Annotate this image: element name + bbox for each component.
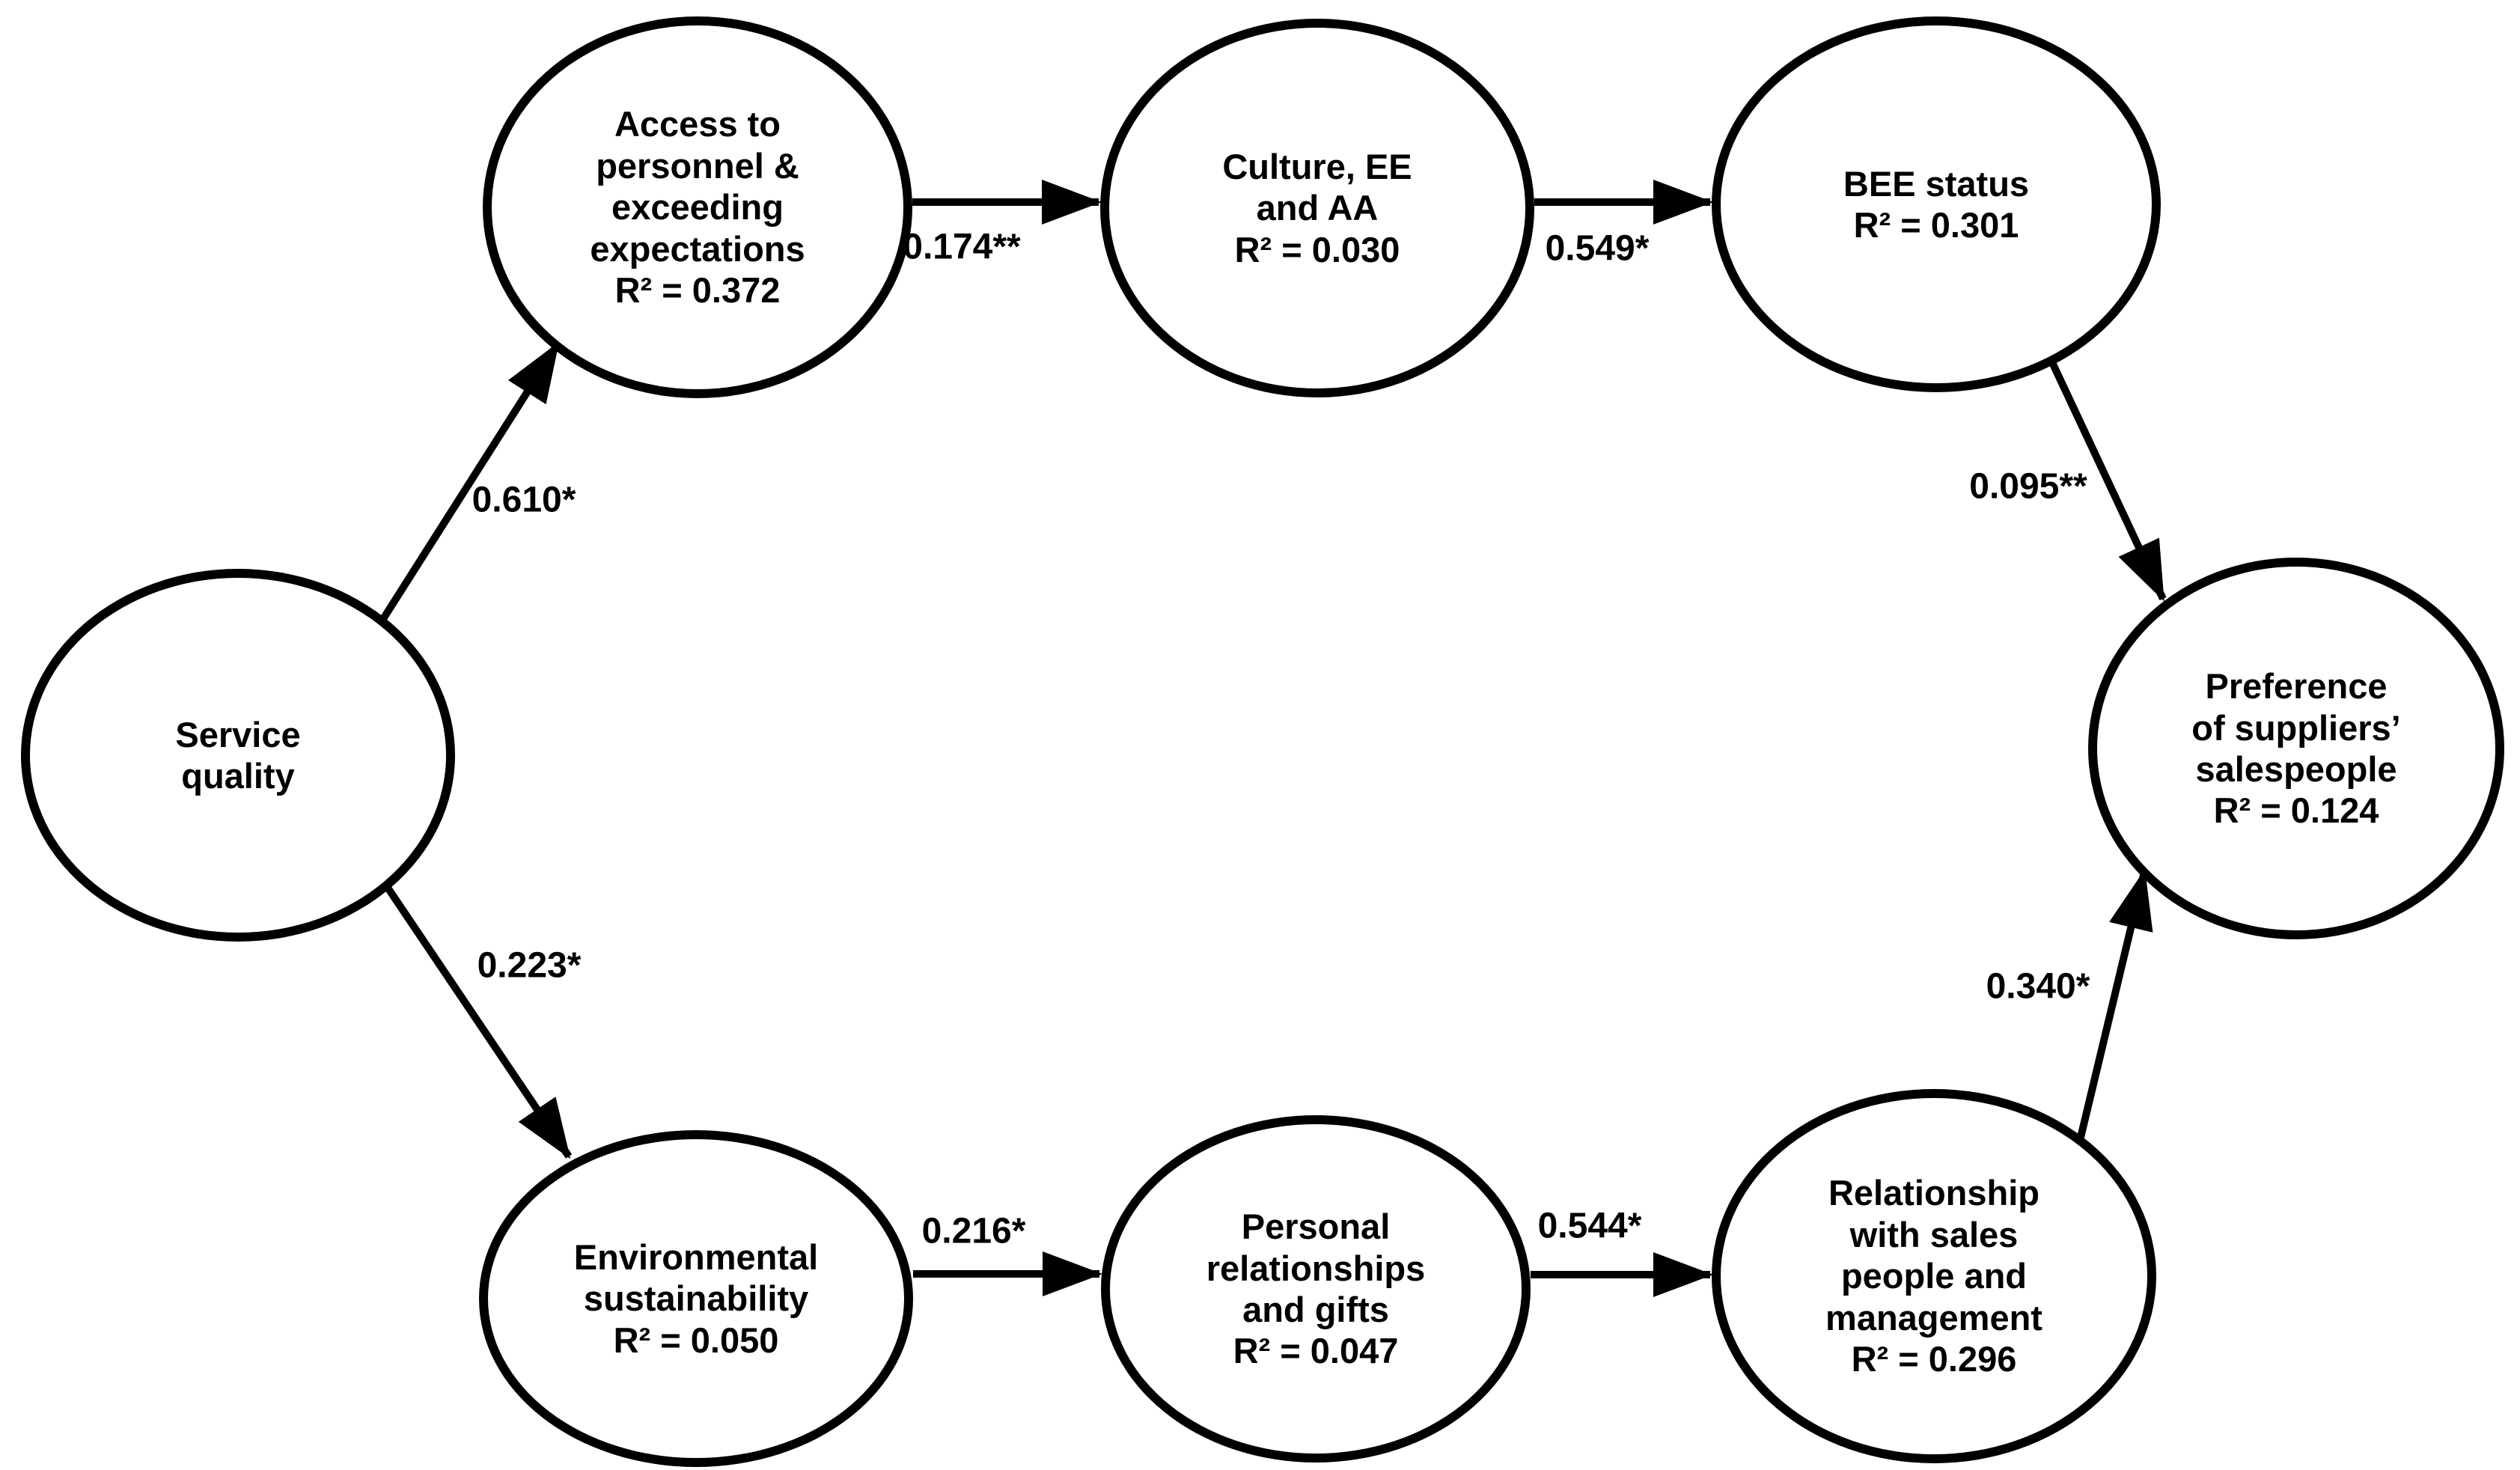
node-environmental-sustainability-label: Environmental sustainability R² = 0.050 — [573, 1236, 819, 1360]
node-access-personnel: Access to personnel & exceeding expectat… — [483, 16, 912, 398]
node-relationship-sales-management: Relationship with sales people and manag… — [1712, 1089, 2156, 1463]
edge-label-bee-to-preference: 0.095** — [1969, 466, 2087, 507]
edge-arrow-bee-to-preference — [2047, 357, 2167, 602]
edge-arrow-service-to-access — [378, 341, 561, 623]
edge-label-access-to-culture: 0.174** — [903, 227, 1021, 267]
node-service-quality: Service quality — [21, 569, 455, 942]
node-personal-relationships: Personal relationships and gifts R² = 0.… — [1101, 1115, 1531, 1463]
edge-label-personal-to-relationship: 0.544* — [1537, 1206, 1642, 1246]
edge-arrow-service-to-environmental — [382, 883, 573, 1159]
node-service-quality-label: Service quality — [175, 714, 301, 796]
edge-label-environmental-to-personal: 0.216* — [921, 1211, 1026, 1251]
node-bee-status: BEE status R² = 0.301 — [1712, 16, 2161, 392]
node-preference-salespeople: Preference of suppliers’ salespeople R² … — [2088, 558, 2504, 939]
node-bee-status-label: BEE status R² = 0.301 — [1843, 163, 2030, 245]
node-personal-relationships-label: Personal relationships and gifts R² = 0.… — [1206, 1207, 1426, 1371]
node-culture-ee-aa: Culture, EE and AA R² = 0.030 — [1100, 19, 1534, 397]
node-relationship-sales-management-label: Relationship with sales people and manag… — [1825, 1173, 2042, 1379]
node-culture-ee-aa-label: Culture, EE and AA R² = 0.030 — [1222, 146, 1412, 269]
edge-label-service-to-access: 0.610* — [472, 480, 576, 520]
node-preference-salespeople-label: Preference of suppliers’ salespeople R² … — [2191, 666, 2401, 831]
edge-label-relationship-to-preference: 0.340* — [1986, 966, 2090, 1007]
edge-label-culture-to-bee: 0.549* — [1545, 228, 1650, 269]
node-access-personnel-label: Access to personnel & exceeding expectat… — [590, 104, 805, 311]
node-environmental-sustainability: Environmental sustainability R² = 0.050 — [479, 1130, 913, 1467]
edge-label-service-to-environmental: 0.223* — [477, 945, 582, 986]
edge-arrow-relationship-to-preference — [2075, 869, 2153, 1148]
